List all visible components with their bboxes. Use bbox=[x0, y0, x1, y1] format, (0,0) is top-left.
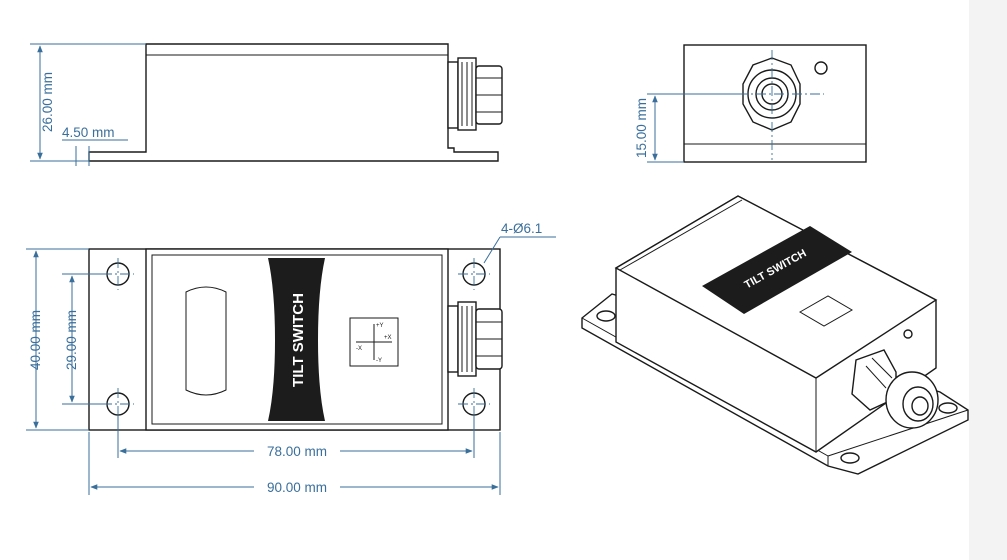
length-outer-label: 90.00 mm bbox=[267, 480, 327, 495]
right-margin-strip bbox=[969, 0, 1007, 560]
axis-minus-x: -X bbox=[356, 346, 362, 352]
iso-label-band bbox=[702, 226, 852, 314]
cable-height-dimension bbox=[647, 93, 746, 163]
mounting-hole-top-right bbox=[458, 258, 490, 290]
hole-spacing-y-label: 29.00 mm bbox=[64, 310, 79, 370]
cable-height-label: 15.00 mm bbox=[634, 98, 649, 158]
end-view bbox=[683, 44, 867, 163]
axis-plus-y: +Y bbox=[376, 323, 384, 329]
width-outer-dimension bbox=[26, 248, 89, 431]
width-outer-label: 40.00 mm bbox=[28, 310, 43, 370]
mounting-hole-bottom-right bbox=[458, 388, 490, 420]
side-view-body bbox=[88, 43, 499, 162]
hole-spacing-x-label: 78.00 mm bbox=[267, 444, 327, 459]
side-height-dimension bbox=[30, 43, 146, 162]
flange-thickness-dimension bbox=[62, 139, 128, 166]
axis-minus-y: -Y bbox=[376, 358, 382, 364]
label-band bbox=[268, 258, 325, 421]
isometric-view bbox=[581, 195, 969, 475]
hole-spacing-y-dimension bbox=[62, 273, 107, 405]
holes-label: 4-Ø6.1 bbox=[501, 221, 542, 236]
side-view bbox=[88, 43, 503, 162]
holes-dimension bbox=[483, 236, 556, 264]
side-height-label: 26.00 mm bbox=[40, 72, 55, 132]
top-view-label-text: TILT SWITCH bbox=[290, 293, 307, 387]
axis-plus-x: +X bbox=[384, 335, 392, 341]
top-view bbox=[88, 248, 503, 431]
flange-thickness-label: 4.50 mm bbox=[62, 125, 115, 140]
